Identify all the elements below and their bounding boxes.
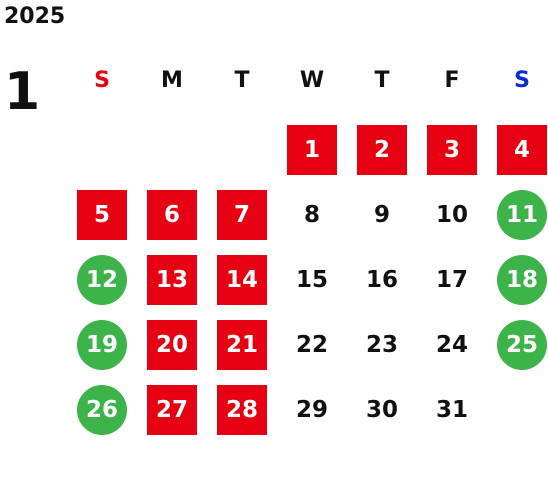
day-cell-18[interactable]: 18	[497, 255, 547, 305]
weekday-label-0: S	[94, 68, 110, 93]
weekday-label-5: F	[444, 68, 460, 93]
day-cell-11[interactable]: 11	[497, 190, 547, 240]
day-cell-28[interactable]: 28	[217, 385, 267, 435]
day-cell-1[interactable]: 1	[287, 125, 337, 175]
day-cell-26[interactable]: 26	[77, 385, 127, 435]
day-cell-20[interactable]: 20	[147, 320, 197, 370]
day-cell-3[interactable]: 3	[427, 125, 477, 175]
day-cell-12[interactable]: 12	[77, 255, 127, 305]
day-cell-23[interactable]: 23	[365, 332, 398, 358]
weekday-label-3: W	[299, 68, 325, 93]
day-cell-21[interactable]: 21	[217, 320, 267, 370]
weekday-label-2: T	[234, 68, 250, 93]
weekday-label-4: T	[374, 68, 390, 93]
day-cell-25[interactable]: 25	[497, 320, 547, 370]
day-cell-6[interactable]: 6	[147, 190, 197, 240]
day-cell-22[interactable]: 22	[295, 332, 328, 358]
day-cell-16[interactable]: 16	[365, 267, 398, 293]
day-cell-13[interactable]: 13	[147, 255, 197, 305]
day-cell-2[interactable]: 2	[357, 125, 407, 175]
day-cell-30[interactable]: 30	[365, 397, 398, 423]
day-cell-24[interactable]: 24	[435, 332, 468, 358]
year-label: 2025	[4, 4, 66, 29]
day-cell-9[interactable]: 9	[373, 202, 390, 228]
month-number: 1	[4, 62, 41, 122]
day-cell-17[interactable]: 17	[435, 267, 468, 293]
day-cell-14[interactable]: 14	[217, 255, 267, 305]
day-cell-27[interactable]: 27	[147, 385, 197, 435]
weekday-label-1: M	[161, 68, 183, 93]
day-cell-10[interactable]: 10	[435, 202, 468, 228]
day-cell-31[interactable]: 31	[435, 397, 468, 423]
day-cell-7[interactable]: 7	[217, 190, 267, 240]
day-cell-4[interactable]: 4	[497, 125, 547, 175]
weekday-label-6: S	[514, 68, 530, 93]
day-cell-8[interactable]: 8	[303, 202, 320, 228]
day-cell-15[interactable]: 15	[295, 267, 328, 293]
day-cell-19[interactable]: 19	[77, 320, 127, 370]
day-cell-5[interactable]: 5	[77, 190, 127, 240]
day-cell-29[interactable]: 29	[295, 397, 328, 423]
